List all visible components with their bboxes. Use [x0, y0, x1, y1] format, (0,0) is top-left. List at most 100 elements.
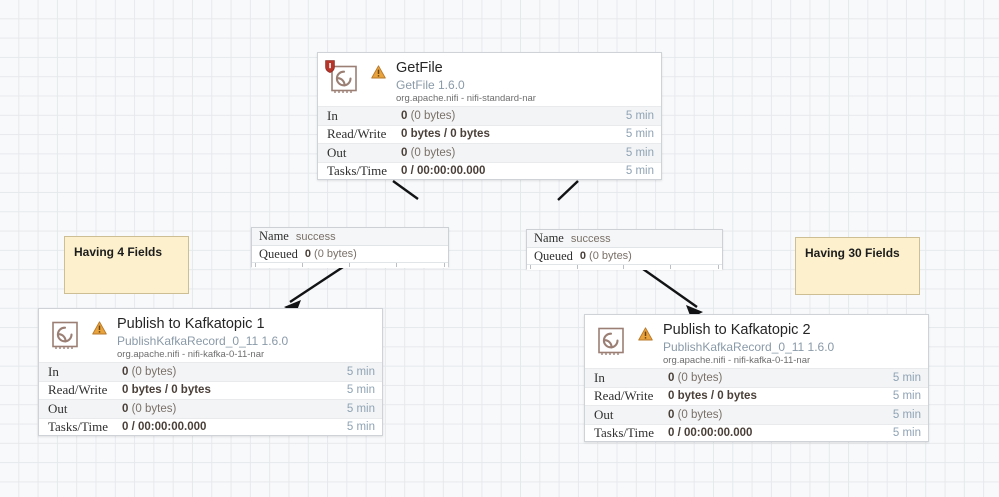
connection-name-value: success — [295, 230, 336, 243]
stat-label: Read/Write — [48, 382, 108, 398]
stat-label: In — [594, 369, 605, 385]
stat-row: Out 0 (0 bytes) 5 min — [585, 405, 928, 424]
stat-row: In 0 (0 bytes) 5 min — [39, 362, 382, 381]
connection-queued-value: 0 (0 bytes) — [305, 248, 357, 260]
stat-label: Tasks/Time — [594, 425, 655, 441]
stat-value-secondary: (0 bytes) — [128, 365, 177, 378]
stat-value: 0 (0 bytes) — [122, 366, 347, 378]
processor-bundle: org.apache.nifi - nifi-kafka-0-11-nar — [663, 354, 811, 366]
stat-row: Read/Write 0 bytes / 0 bytes 5 min — [39, 380, 382, 400]
processor-titles: GetFile GetFile 1.6.0 org.apache.nifi - … — [396, 61, 536, 104]
stat-value-secondary: (0 bytes) — [407, 146, 456, 159]
sticky-note-having-30-fields[interactable]: Having 30 Fields — [795, 237, 920, 295]
stat-value-primary: 0 — [122, 365, 129, 378]
stat-label: Tasks/Time — [48, 419, 109, 435]
processor-type: GetFile 1.6.0 — [396, 77, 465, 92]
stat-time: 5 min — [346, 402, 375, 415]
connection-queued-key: Queued — [259, 246, 298, 261]
stat-value-secondary: (0 bytes) — [674, 408, 723, 421]
stat-label: In — [327, 107, 338, 123]
link-getfile-to-left-label — [392, 180, 419, 200]
stat-value: 0 (0 bytes) — [668, 409, 893, 421]
stat-row: Read/Write 0 bytes / 0 bytes 5 min — [318, 124, 661, 144]
connection-queue-meter — [527, 264, 722, 270]
processor-header: GetFile GetFile 1.6.0 org.apache.nifi - … — [318, 53, 661, 106]
processor-bundle: org.apache.nifi - nifi-kafka-0-11-nar — [117, 348, 265, 360]
stat-value-primary: 0 / 00:00:00.000 — [122, 421, 207, 434]
connection-queue-meter — [252, 262, 448, 268]
connection-name-value: success — [570, 232, 611, 245]
stat-row: Tasks/Time 0 / 00:00:00.000 5 min — [39, 417, 382, 437]
processor-chip-icon — [594, 324, 628, 358]
stat-value-primary: 0 — [668, 408, 675, 421]
sticky-note-text: Having 4 Fields — [74, 245, 163, 259]
connection-queued-size: (0 bytes) — [586, 250, 632, 262]
stat-row: Tasks/Time 0 / 00:00:00.000 5 min — [318, 161, 661, 181]
stat-value: 0 (0 bytes) — [122, 403, 347, 415]
stat-value: 0 bytes / 0 bytes — [401, 128, 626, 140]
stat-time: 5 min — [892, 371, 921, 384]
processor-publish-to-kafkatopic-2[interactable]: Publish to Kafkatopic 2 PublishKafkaReco… — [584, 314, 929, 442]
stat-row: Out 0 (0 bytes) 5 min — [318, 143, 661, 162]
stat-value-primary: 0 — [401, 146, 408, 159]
processor-bundle: org.apache.nifi - nifi-standard-nar — [396, 92, 536, 104]
connection-name-key: Name — [259, 229, 289, 243]
stat-time: 5 min — [892, 408, 921, 421]
link-left-label-to-kafka1 — [289, 265, 344, 304]
stat-value: 0 / 00:00:00.000 — [401, 165, 626, 177]
stat-value: 0 (0 bytes) — [401, 147, 626, 159]
connection-queued-size: (0 bytes) — [311, 248, 357, 260]
stat-value-primary: 0 / 00:00:00.000 — [668, 427, 753, 440]
stat-row: Read/Write 0 bytes / 0 bytes 5 min — [585, 386, 928, 406]
stat-time: 5 min — [892, 390, 921, 403]
stat-value-primary: 0 bytes / 0 bytes — [668, 390, 757, 403]
stat-value-primary: 0 — [122, 402, 129, 415]
processor-header: Publish to Kafkatopic 1 PublishKafkaReco… — [39, 309, 382, 362]
stat-label: Tasks/Time — [327, 163, 388, 179]
warning-triangle-icon[interactable] — [371, 63, 386, 97]
sticky-note-having-4-fields[interactable]: Having 4 Fields — [64, 236, 189, 294]
stat-label: In — [48, 363, 59, 379]
stat-value-primary: 0 / 00:00:00.000 — [401, 165, 486, 178]
connection-label-success-left[interactable]: Name success Queued 0 (0 bytes) — [251, 227, 449, 268]
stat-time: 5 min — [625, 109, 654, 122]
stat-time: 5 min — [346, 384, 375, 397]
stat-row: Out 0 (0 bytes) 5 min — [39, 399, 382, 418]
processor-header: Publish to Kafkatopic 2 PublishKafkaReco… — [585, 315, 928, 368]
stat-value: 0 bytes / 0 bytes — [668, 390, 893, 402]
stat-value: 0 / 00:00:00.000 — [122, 421, 347, 433]
processor-getfile[interactable]: GetFile GetFile 1.6.0 org.apache.nifi - … — [317, 52, 662, 180]
warning-triangle-icon[interactable] — [638, 325, 653, 359]
stat-label: Out — [327, 144, 347, 160]
connection-queued-value: 0 (0 bytes) — [580, 250, 632, 262]
processor-titles: Publish to Kafkatopic 2 PublishKafkaReco… — [663, 323, 834, 366]
connection-name-key: Name — [534, 231, 564, 245]
stat-label: Read/Write — [327, 126, 387, 142]
processor-type: PublishKafkaRecord_0_11 1.6.0 — [117, 333, 289, 348]
link-right-label-to-kafka2 — [642, 268, 698, 308]
connection-queued-key: Queued — [534, 248, 573, 263]
processor-publish-to-kafkatopic-1[interactable]: Publish to Kafkatopic 1 PublishKafkaReco… — [38, 308, 383, 436]
shield-icon — [325, 60, 335, 73]
warning-triangle-icon[interactable] — [92, 319, 107, 353]
stat-row: In 0 (0 bytes) 5 min — [585, 368, 928, 387]
stat-time: 5 min — [346, 365, 375, 378]
stat-label: Out — [594, 406, 614, 422]
stat-time: 5 min — [625, 165, 654, 178]
stat-value-secondary: (0 bytes) — [674, 371, 723, 384]
processor-chip-icon — [325, 60, 361, 96]
stat-value-secondary: (0 bytes) — [128, 402, 177, 415]
stat-value-primary: 0 bytes / 0 bytes — [122, 384, 211, 397]
processor-type: PublishKafkaRecord_0_11 1.6.0 — [663, 339, 835, 354]
processor-name: GetFile — [396, 61, 443, 76]
connection-queued-count: 0 — [304, 248, 311, 260]
stat-label: Read/Write — [594, 388, 654, 404]
connection-queued-row: Queued 0 (0 bytes) — [252, 245, 448, 262]
link-getfile-to-right-label — [557, 180, 579, 201]
stat-value-primary: 0 bytes / 0 bytes — [401, 128, 490, 141]
stat-time: 5 min — [625, 128, 654, 141]
stat-value: 0 bytes / 0 bytes — [122, 384, 347, 396]
connection-label-success-right[interactable]: Name success Queued 0 (0 bytes) — [526, 229, 723, 270]
stat-value-primary: 0 — [668, 371, 675, 384]
